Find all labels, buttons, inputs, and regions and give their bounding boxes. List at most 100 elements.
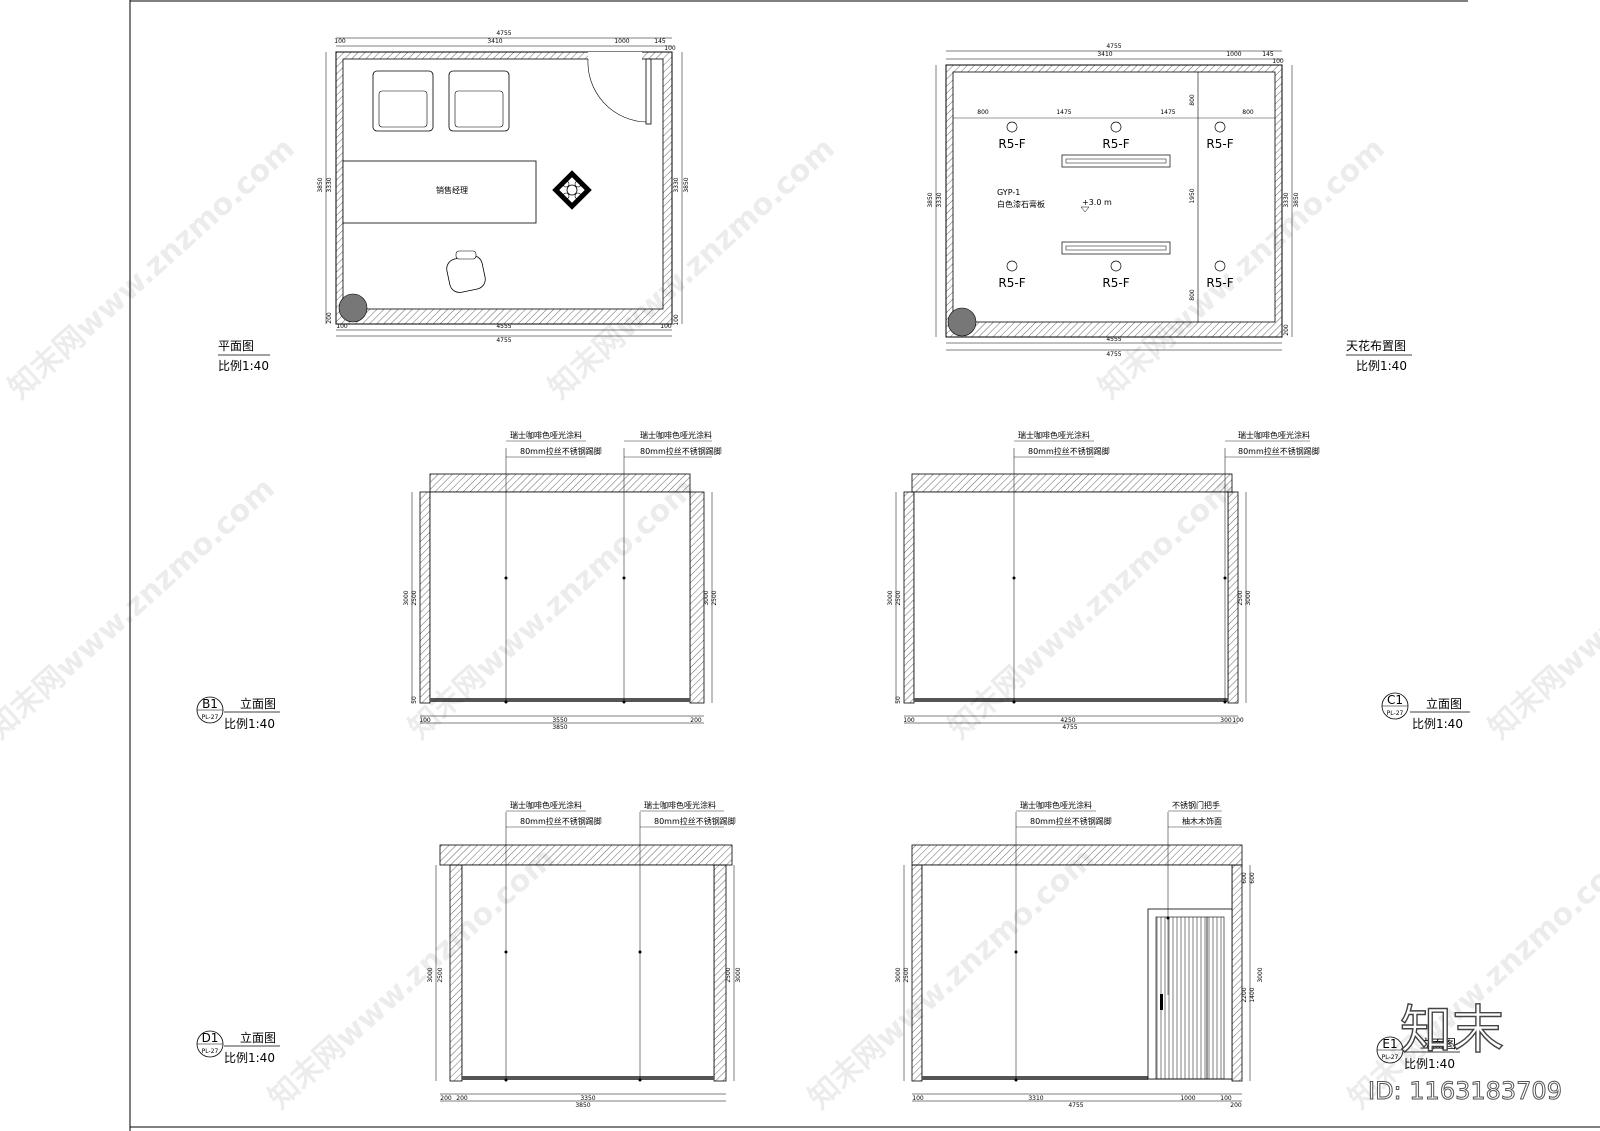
e1-tag: E1 <box>1382 1037 1397 1051</box>
plan-door-opening <box>588 52 642 60</box>
ceiling-interior <box>952 71 1276 323</box>
b1-dim-left-0: 3000 <box>403 590 410 605</box>
ceiling-downlight-3 <box>1214 121 1226 133</box>
d1-dim-bottom-2: 3350 <box>580 1095 595 1102</box>
d1-wall-face <box>461 864 715 1080</box>
b1-dim-bottom-2: 200 <box>690 717 702 724</box>
b1-wall-left <box>419 491 431 704</box>
b1-note-1a: 瑞士咖啡色哑光涂料 <box>510 430 582 440</box>
e1-wall-right <box>1231 864 1243 1082</box>
d1-dim-left-1: 2500 <box>437 967 444 982</box>
b1-sheet: PL-27 <box>202 714 219 721</box>
ceiling-dim-top-4: 100 <box>1272 58 1284 65</box>
plan-dim-bottom-0: 4555 <box>496 323 511 330</box>
ceiling-downlight-2 <box>1110 121 1122 133</box>
watermarks: 知末网www.znzmo.com 知末网www.znzmo.com 知末网www… <box>0 131 1600 1116</box>
plan-office-chair <box>446 250 486 293</box>
b1-dim-left-1: 2500 <box>411 590 418 605</box>
b1-note-2a: 80mm拉丝不锈钢踢脚 <box>520 446 602 456</box>
ceiling-fixture-label-2: R5-F <box>1102 137 1129 151</box>
d1-title: 立面图 <box>240 1030 276 1045</box>
elevation-e1: 瑞士咖啡色哑光涂料 80mm拉丝不锈钢踢脚 不锈钢门把手 柚木木饰面 100 3… <box>895 800 1460 1109</box>
d1-note-1b: 瑞士咖啡色哑光涂料 <box>644 800 716 810</box>
e1-sheet: PL-27 <box>1382 1054 1399 1061</box>
b1-dim-left-2: 50 <box>411 696 418 704</box>
d1-note-1a: 瑞士咖啡色哑光涂料 <box>510 800 582 810</box>
d1-ceiling-slab <box>439 844 733 866</box>
c1-title: 立面图 <box>1426 696 1462 711</box>
plan-dim-top-1: 3410 <box>487 38 502 45</box>
e1-title: 立面图 <box>1420 1036 1456 1051</box>
e1-dim-right-1: 600 <box>1249 872 1256 884</box>
ceiling-dim-top-2: 1000 <box>1226 51 1241 58</box>
ceiling-height-mark: +3.0 m <box>1082 198 1112 207</box>
plan-dim-bottom-1: 4755 <box>496 337 511 344</box>
plan-desk <box>342 160 537 224</box>
plan-dim-left-1: 3330 <box>326 177 333 192</box>
e1-dim-right-4: 3000 <box>1257 967 1264 982</box>
ceiling-fixture-label-3: R5-F <box>1206 137 1233 151</box>
plan-dim-right-0: 3330 <box>673 177 680 192</box>
ceiling-scale: 比例1:40 <box>1356 359 1407 373</box>
plan-door-swing <box>587 58 647 123</box>
e1-skirting <box>922 1076 1148 1080</box>
watermark-logo: 知末 <box>1400 1001 1504 1061</box>
ceiling-downlight-5 <box>1110 260 1122 272</box>
b1-title: 立面图 <box>240 696 276 711</box>
ceiling-dim-spacing-1: 1475 <box>1056 109 1071 116</box>
plan-dim-left-2: 200 <box>326 312 333 324</box>
d1-dim-left-0: 3000 <box>427 967 434 982</box>
ceiling-dim-spacing-2: 1475 <box>1160 109 1175 116</box>
b1-wall-face <box>429 491 691 701</box>
b1-tag: B1 <box>202 697 218 711</box>
b1-wall-right <box>689 491 705 704</box>
plan-armchair-1 <box>372 70 434 132</box>
floor-plan: 销售经理 4755 3410 1000 100 145 100 45 <box>218 30 690 373</box>
b1-dim-bottom-0: 100 <box>419 717 431 724</box>
watermark-text-7: 知末网www.znzmo.com <box>1482 471 1600 746</box>
ceiling-dim-left-0: 3850 <box>927 192 934 207</box>
ceiling-dim-spacing-3: 800 <box>1242 109 1254 116</box>
elevation-b1: 瑞士咖啡色哑光涂料 80mm拉丝不锈钢踢脚 瑞士咖啡色哑光涂料 80mm拉丝不锈… <box>196 430 722 731</box>
plan-scale: 比例1:40 <box>218 359 269 373</box>
ceiling-dim-vertical-0: 800 <box>1189 94 1196 106</box>
d1-skirting <box>462 1076 714 1080</box>
e1-dim-left-1: 2500 <box>903 967 910 982</box>
ceiling-dim-spacing-0: 800 <box>977 109 989 116</box>
b1-dim-right-0: 3000 <box>703 590 710 605</box>
ceiling-linear-light-1 <box>1061 154 1171 168</box>
plan-dim-top-4: 145 <box>654 38 666 45</box>
e1-dim-bottom-4: 200 <box>1230 1102 1242 1109</box>
plan-dim-top-5: 100 <box>664 45 676 52</box>
ceiling-linear-light-2 <box>1061 241 1171 255</box>
d1-dim-right-0: 2500 <box>725 967 732 982</box>
b1-dim-bottom-3: 3850 <box>552 724 567 731</box>
e1-dim-bottom-0: 100 <box>912 1095 924 1102</box>
c1-dim-right-0: 2500 <box>1237 590 1244 605</box>
c1-wall-left <box>903 491 915 704</box>
ceiling-height-symbol <box>1080 206 1090 213</box>
b1-ceiling-slab <box>429 473 691 493</box>
b1-note-1b: 瑞士咖啡色哑光涂料 <box>640 430 712 440</box>
plan-dim-right-1: 3850 <box>683 177 690 192</box>
c1-dim-bottom-4: 4755 <box>1062 724 1077 731</box>
d1-sheet: PL-27 <box>202 1048 219 1055</box>
plan-dim-top-2: 1000 <box>614 38 629 45</box>
e1-dim-bottom-1: 3310 <box>1028 1095 1043 1102</box>
e1-note-3: 不锈钢门把手 <box>1172 800 1220 810</box>
c1-note-1a: 瑞士咖啡色哑光涂料 <box>1018 430 1090 440</box>
e1-dim-bottom-5: 4755 <box>1068 1102 1083 1109</box>
c1-skirting <box>914 698 1228 702</box>
c1-ceiling-slab <box>911 473 1233 493</box>
e1-dim-right-2: 2200 <box>1241 987 1248 1002</box>
b1-dim-bottom-1: 3550 <box>552 717 567 724</box>
ceiling-dim-bottom-1: 4755 <box>1106 351 1121 358</box>
watermark-text-10: 知末网www.znzmo.com <box>1342 841 1600 1116</box>
c1-dim-bottom-1: 4250 <box>1060 717 1075 724</box>
c1-dim-bottom-0: 100 <box>903 717 915 724</box>
ceiling-dim-vertical-2: 800 <box>1189 289 1196 301</box>
c1-dim-right-1: 3000 <box>1245 590 1252 605</box>
ceiling-dim-right-0: 3330 <box>1283 192 1290 207</box>
ceiling-dim-right-2: 200 <box>1283 324 1290 336</box>
